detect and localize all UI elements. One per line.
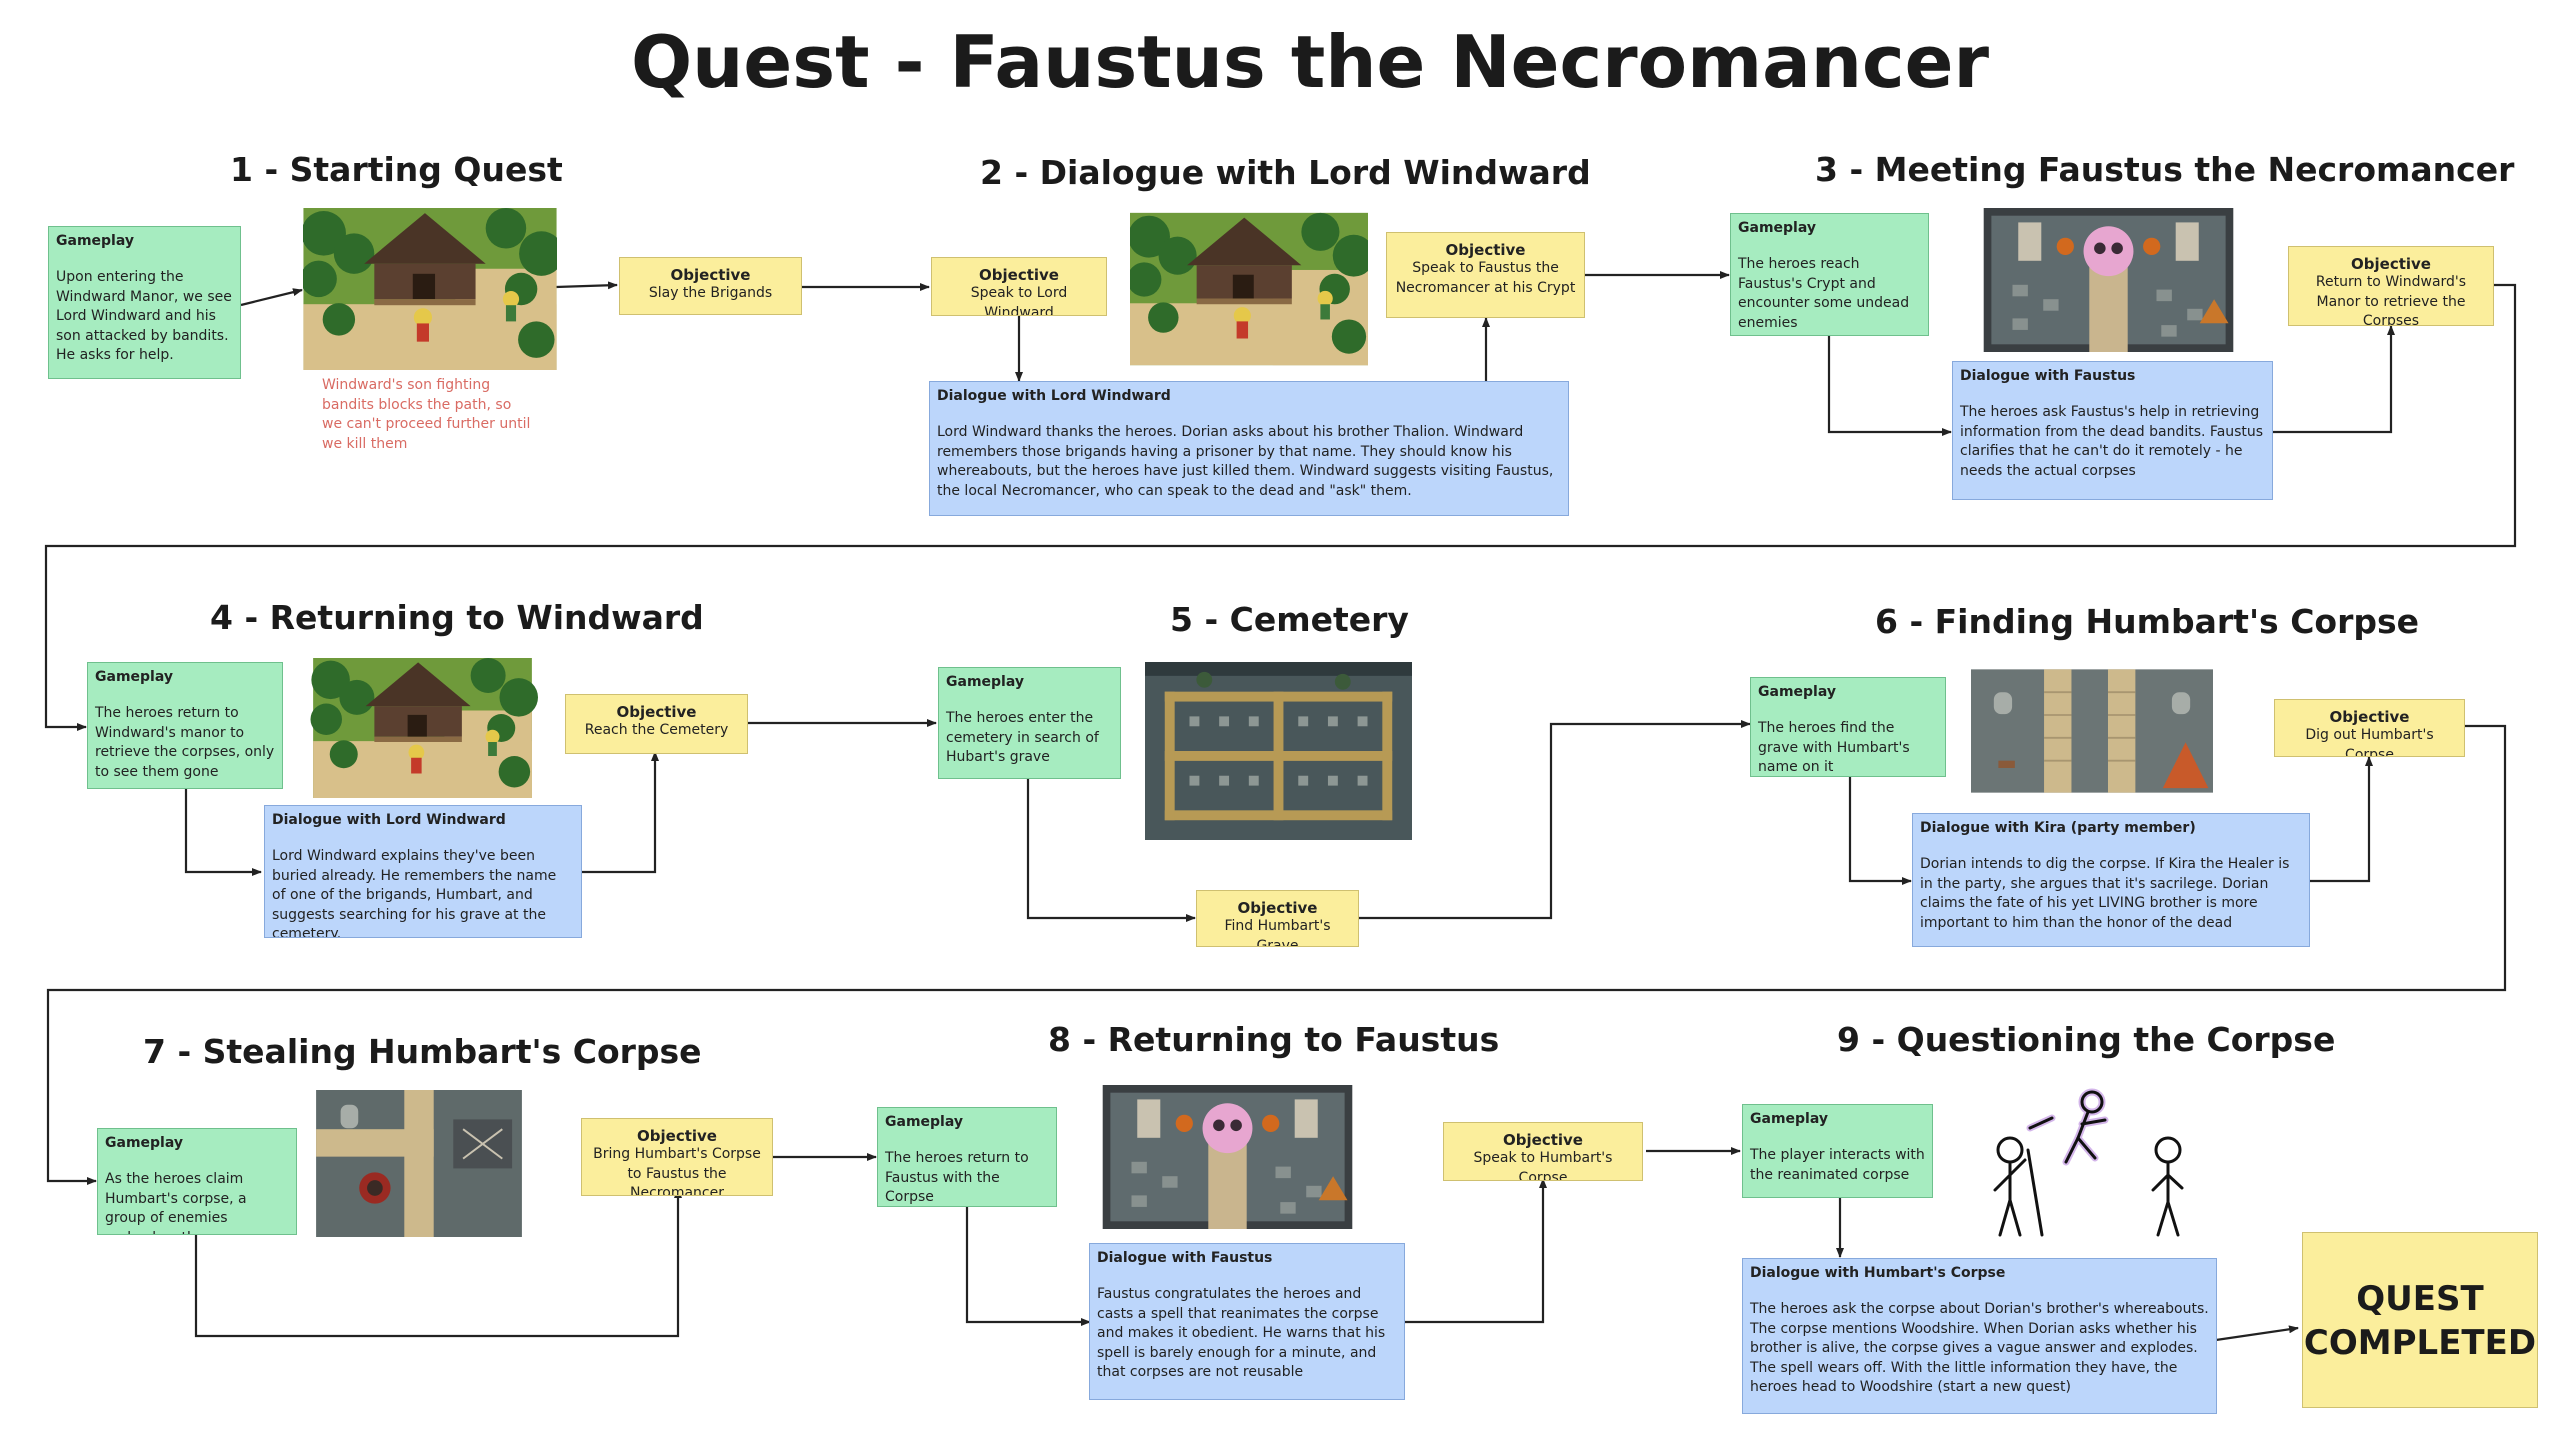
s8-gameplay-box: Gameplay The heroes return to Faustus wi… (877, 1107, 1057, 1207)
section-title-9: 9 - Questioning the Corpse (1837, 1020, 2336, 1059)
s3-gameplay-head: Gameplay (1738, 220, 1816, 236)
s9-gameplay-body: The player interacts with the reanimated… (1750, 1147, 1925, 1183)
s1-gameplay-box: Gameplay Upon entering the Windward Mano… (48, 226, 241, 379)
s8-dialogue-box: Dialogue with Faustus Faustus congratula… (1089, 1243, 1405, 1400)
s2-dialogue-box: Dialogue with Lord Windward Lord Windwar… (929, 381, 1569, 516)
s4-gameplay-body: The heroes return to Windward's manor to… (95, 705, 275, 780)
s1-objective-box: Objective Slay the Brigands (619, 257, 802, 315)
s9-gameplay-head: Gameplay (1750, 1111, 1828, 1127)
s3-dialogue-head: Dialogue with Faustus (1960, 368, 2136, 384)
quest-completed-box: QUEST COMPLETED (2302, 1232, 2538, 1408)
s8-gameplay-body: The heroes return to Faustus with the Co… (885, 1150, 1029, 1205)
s4-gameplay-box: Gameplay The heroes return to Windward's… (87, 662, 283, 789)
s2-objective2-head: Objective (1445, 241, 1526, 259)
s2-objective2-box: Objective Speak to Faustus the Necromanc… (1386, 232, 1585, 318)
s7-objective-box: Objective Bring Humbart's Corpse to Faus… (581, 1118, 773, 1196)
manor-scene-image-3 (310, 658, 538, 798)
s2-objective2-body: Speak to Faustus the Necromancer at his … (1395, 260, 1576, 296)
s6-gameplay-body: The heroes find the grave with Humbart's… (1758, 720, 1910, 775)
graveyard-ambush-image (315, 1090, 523, 1237)
s5-objective-head: Objective (1237, 899, 1318, 917)
crypt-scene-image-2 (1102, 1085, 1353, 1229)
s8-objective-head: Objective (1503, 1131, 1583, 1149)
s5-objective-body: Find Humbart's Grave (1224, 918, 1331, 947)
s4-objective-box: Objective Reach the Cemetery (565, 694, 748, 754)
quest-completed-line1: QUEST (2356, 1279, 2484, 1319)
s1-gameplay-head: Gameplay (56, 233, 134, 249)
s7-gameplay-body: As the heroes claim Humbart's corpse, a … (105, 1171, 247, 1234)
graveyard-scene-image (1971, 668, 2213, 794)
s2-objective1-body: Speak to Lord Windward (970, 285, 1068, 316)
s2-dialogue-head: Dialogue with Lord Windward (937, 388, 1171, 404)
s3-dialogue-box: Dialogue with Faustus The heroes ask Fau… (1952, 361, 2273, 500)
s8-dialogue-head: Dialogue with Faustus (1097, 1250, 1273, 1266)
s8-gameplay-head: Gameplay (885, 1114, 963, 1130)
section-title-3: 3 - Meeting Faustus the Necromancer (1815, 150, 2515, 189)
section-title-8: 8 - Returning to Faustus (1048, 1020, 1500, 1059)
manor-scene-image-2 (1130, 212, 1368, 366)
s6-gameplay-box: Gameplay The heroes find the grave with … (1750, 677, 1946, 777)
s8-dialogue-body: Faustus congratulates the heroes and cas… (1097, 1286, 1386, 1380)
section-title-2: 2 - Dialogue with Lord Windward (980, 153, 1591, 192)
section-title-4: 4 - Returning to Windward (210, 598, 704, 637)
quest-completed-line2: COMPLETED (2303, 1323, 2537, 1363)
crypt-scene-image (1983, 208, 2234, 352)
s9-dialogue-body: The heroes ask the corpse about Dorian's… (1750, 1301, 2209, 1395)
s1-note: Windward's son fighting bandits blocks t… (322, 377, 531, 452)
section-title-6: 6 - Finding Humbart's Corpse (1875, 602, 2420, 641)
s1-gameplay-body: Upon entering the Windward Manor, we see… (56, 269, 232, 363)
s6-dialogue-box: Dialogue with Kira (party member) Dorian… (1912, 813, 2310, 947)
s6-dialogue-body: Dorian intends to dig the corpse. If Kir… (1920, 856, 2290, 931)
s1-objective-head: Objective (670, 266, 751, 284)
s2-objective1-box: Objective Speak to Lord Windward (931, 257, 1107, 316)
s7-objective-body: Bring Humbart's Corpse to Faustus the Ne… (593, 1146, 761, 1196)
stick-figure-sketch (1993, 1088, 2184, 1237)
section-title-5: 5 - Cemetery (1170, 600, 1409, 639)
cemetery-map-image (1145, 662, 1412, 840)
s3-gameplay-box: Gameplay The heroes reach Faustus's Cryp… (1730, 213, 1929, 336)
s7-gameplay-box: Gameplay As the heroes claim Humbart's c… (97, 1128, 297, 1235)
s6-objective-box: Objective Dig out Humbart's Corpse (2274, 699, 2465, 757)
s4-gameplay-head: Gameplay (95, 669, 173, 685)
s3-objective-box: Objective Return to Windward's Manor to … (2288, 246, 2494, 326)
s1-objective-body: Slay the Brigands (648, 285, 773, 301)
s6-gameplay-head: Gameplay (1758, 684, 1836, 700)
s4-dialogue-box: Dialogue with Lord Windward Lord Windwar… (264, 805, 582, 938)
manor-scene-image (303, 208, 557, 370)
s2-objective1-head: Objective (979, 266, 1059, 284)
section-title-1: 1 - Starting Quest (230, 150, 563, 189)
s3-gameplay-body: The heroes reach Faustus's Crypt and enc… (1738, 256, 1910, 331)
s5-gameplay-head: Gameplay (946, 674, 1024, 690)
s8-objective-body: Speak to Humbart's Corpse (1473, 1150, 1613, 1181)
s7-objective-head: Objective (637, 1127, 717, 1145)
s4-dialogue-head: Dialogue with Lord Windward (272, 812, 506, 828)
s2-dialogue-body: Lord Windward thanks the heroes. Dorian … (937, 424, 1554, 499)
section-title-7: 7 - Stealing Humbart's Corpse (143, 1032, 702, 1071)
s9-gameplay-box: Gameplay The player interacts with the r… (1742, 1104, 1933, 1198)
s6-objective-head: Objective (2329, 708, 2410, 726)
s3-objective-body: Return to Windward's Manor to retrieve t… (2315, 274, 2467, 326)
page-title: Quest - Faustus the Necromancer (630, 20, 1990, 104)
s6-objective-body: Dig out Humbart's Corpse (2305, 727, 2434, 757)
s5-objective-box: Objective Find Humbart's Grave (1196, 890, 1359, 947)
s5-gameplay-body: The heroes enter the cemetery in search … (946, 710, 1099, 765)
s9-dialogue-box: Dialogue with Humbart's Corpse The heroe… (1742, 1258, 2217, 1414)
s6-dialogue-head: Dialogue with Kira (party member) (1920, 820, 2196, 836)
s4-dialogue-body: Lord Windward explains they've been buri… (272, 848, 557, 938)
s9-dialogue-head: Dialogue with Humbart's Corpse (1750, 1265, 2006, 1281)
s3-dialogue-body: The heroes ask Faustus's help in retriev… (1960, 404, 2264, 479)
s8-objective-box: Objective Speak to Humbart's Corpse (1443, 1122, 1643, 1181)
s4-objective-head: Objective (616, 703, 697, 721)
s4-objective-body: Reach the Cemetery (584, 722, 729, 738)
s5-gameplay-box: Gameplay The heroes enter the cemetery i… (938, 667, 1121, 779)
s7-gameplay-head: Gameplay (105, 1135, 183, 1151)
s3-objective-head: Objective (2351, 255, 2431, 273)
